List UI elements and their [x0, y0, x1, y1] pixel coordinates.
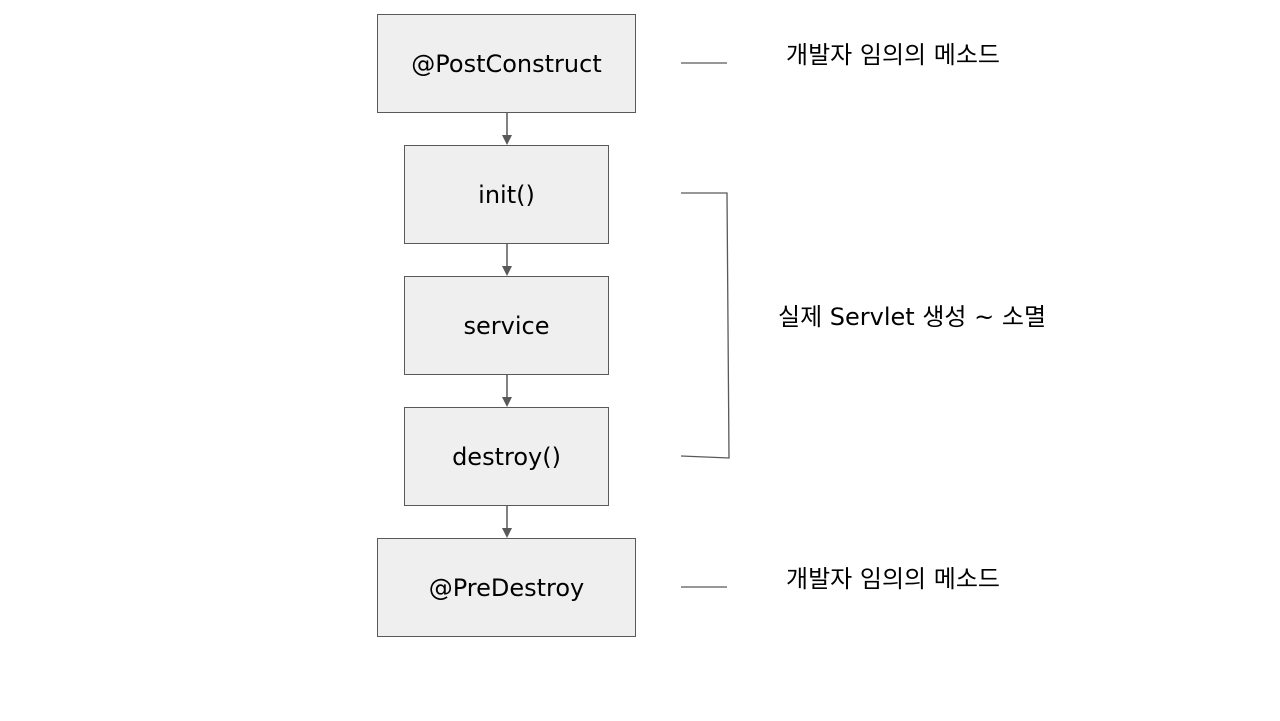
service-box: service [404, 276, 609, 375]
service-label: service [463, 311, 550, 340]
destroy-box: destroy() [404, 407, 609, 506]
init-box: init() [404, 145, 609, 244]
init-label: init() [478, 180, 535, 209]
servlet-range-bracket [680, 192, 730, 459]
postconstruct-note: 개발자 임의의 메소드 [786, 41, 1000, 69]
postconstruct-box: @PostConstruct [377, 14, 636, 113]
postconstruct-label: @PostConstruct [411, 49, 602, 78]
predestroy-box: @PreDestroy [377, 538, 636, 637]
servlet-range-note: 실제 Servlet 생성 ~ 소멸 [778, 303, 1047, 331]
predestroy-note: 개발자 임의의 메소드 [786, 565, 1000, 593]
destroy-label: destroy() [452, 442, 561, 471]
predestroy-label: @PreDestroy [428, 573, 585, 602]
